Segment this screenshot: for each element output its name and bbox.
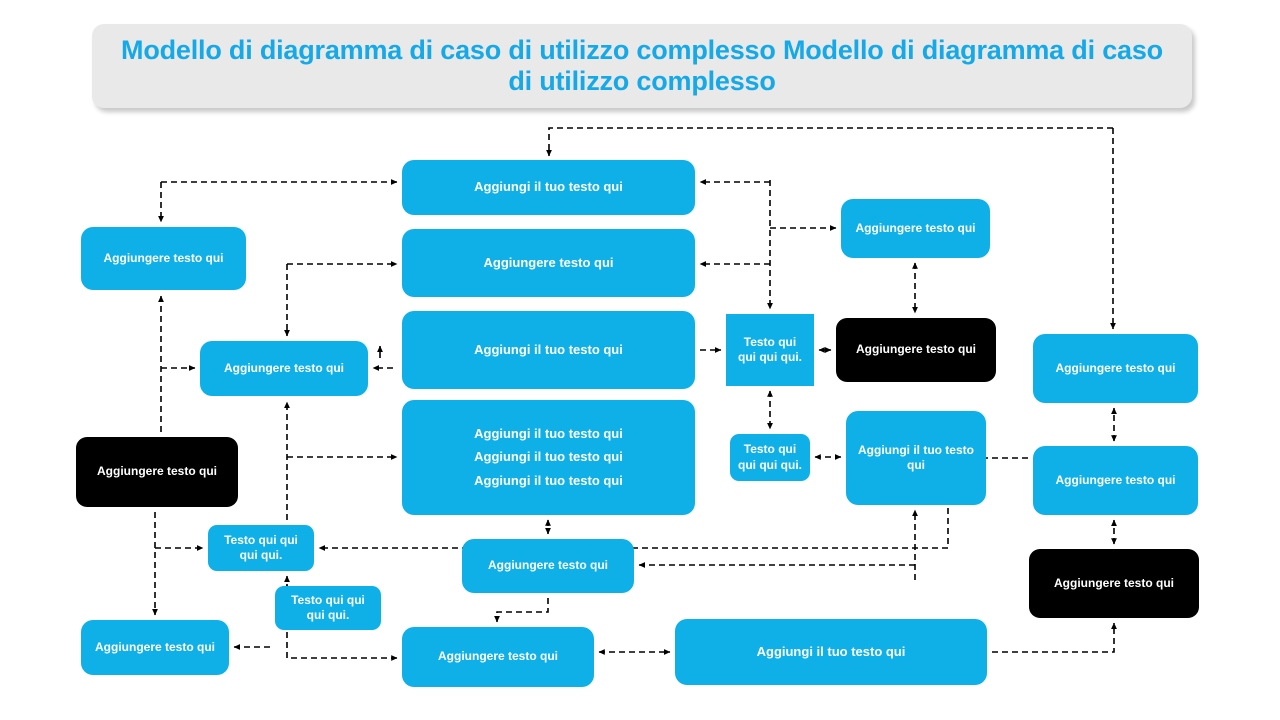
node-label-n12: Aggiungere testo qui [438, 649, 558, 664]
node-n7[interactable]: Aggiungi il tuo testo qui [402, 160, 695, 215]
node-n5[interactable]: Testo qui qui qui qui. [275, 586, 381, 630]
node-n15[interactable]: Aggiungere testo qui [841, 199, 990, 258]
node-n16[interactable]: Aggiungere testo qui [836, 318, 996, 382]
node-n14[interactable]: Testo qui qui qui qui. [730, 434, 810, 481]
node-n8[interactable]: Aggiungere testo qui [402, 229, 695, 297]
node-label-n18: Aggiungi il tuo testo qui [756, 643, 906, 659]
node-label-n15: Aggiungere testo qui [855, 220, 976, 235]
node-label-n13: Testo qui qui qui qui. [738, 334, 802, 364]
node-n6[interactable]: Aggiungere testo qui [81, 620, 229, 675]
connector-n11-to-n12 [494, 598, 549, 623]
node-n3[interactable]: Aggiungere testo qui [76, 437, 238, 507]
node-n20[interactable]: Aggiungere testo qui [1033, 446, 1198, 515]
page-title: Modello di diagramma di caso di utilizzo… [121, 34, 1163, 96]
node-n4[interactable]: Testo qui qui qui qui. [208, 525, 314, 571]
connector-n18-to-right-col [992, 622, 1117, 653]
node-n17[interactable]: Aggiungi il tuo testo qui [846, 411, 986, 505]
connector-top-loop-right-to-center [546, 127, 1113, 157]
node-label-n8: Aggiungere testo qui [483, 254, 614, 270]
node-label-n7: Aggiungi il tuo testo qui [474, 179, 623, 195]
node-n9[interactable]: Aggiungi il tuo testo qui [402, 311, 695, 389]
node-n12[interactable]: Aggiungere testo qui [402, 627, 594, 687]
node-label-n11: Aggiungere testo qui [488, 558, 608, 573]
node-n19[interactable]: Aggiungere testo qui [1033, 334, 1198, 403]
node-label-n2: Aggiungere testo qui [224, 360, 344, 375]
node-label-line: Aggiungi il tuo testo qui [474, 472, 623, 488]
node-n13[interactable]: Testo qui qui qui qui. [726, 314, 814, 386]
node-label-n4: Testo qui qui qui qui. [224, 532, 298, 562]
node-label-n3: Aggiungere testo qui [97, 464, 217, 479]
diagram-title-banner: Modello di diagramma di caso di utilizzo… [92, 24, 1192, 108]
node-label-n17: Aggiungi il tuo testo qui [858, 442, 974, 472]
node-label-line: Aggiungi il tuo testo qui [474, 449, 623, 465]
node-label-n6: Aggiungere testo qui [95, 639, 215, 654]
node-label-n1: Aggiungere testo qui [103, 250, 224, 265]
node-label-n9: Aggiungi il tuo testo qui [474, 341, 623, 357]
node-label-n5: Testo qui qui qui qui. [291, 592, 365, 622]
node-n1[interactable]: Aggiungere testo qui [81, 227, 246, 290]
node-n2[interactable]: Aggiungere testo qui [200, 341, 368, 396]
node-label-line: Aggiungi il tuo testo qui [474, 425, 623, 441]
node-n11[interactable]: Aggiungere testo qui [462, 539, 634, 593]
node-label-n16: Aggiungere testo qui [856, 342, 976, 357]
node-label-n20: Aggiungere testo qui [1055, 472, 1176, 487]
node-n18[interactable]: Aggiungi il tuo testo qui [675, 619, 987, 685]
node-label-n21: Aggiungere testo qui [1054, 575, 1174, 590]
node-n21[interactable]: Aggiungere testo qui [1029, 549, 1199, 618]
node-label-n14: Testo qui qui qui qui. [738, 442, 802, 472]
node-label-n19: Aggiungere testo qui [1055, 360, 1176, 375]
